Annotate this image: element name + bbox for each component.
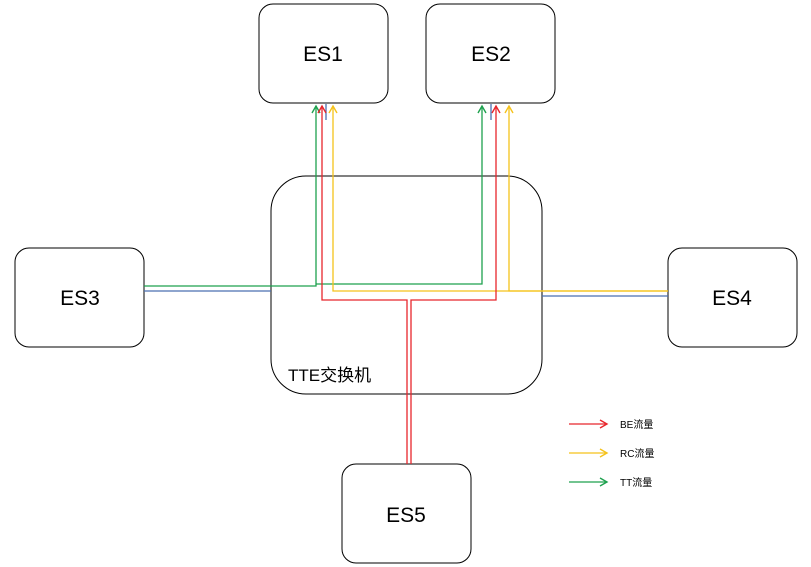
es4-node bbox=[667, 247, 798, 348]
legend-be-label: BE流量 bbox=[620, 418, 653, 431]
legend-tt-label: TT流量 bbox=[620, 476, 652, 489]
es5-label: ES5 bbox=[386, 504, 426, 527]
es3-box bbox=[14, 247, 145, 348]
legend-rc-label: RC流量 bbox=[620, 447, 654, 460]
traffic-paths bbox=[144, 104, 668, 464]
tt-path-es3-es1 bbox=[144, 104, 321, 287]
legend: BE流量 RC流量 TT流量 bbox=[569, 418, 654, 489]
es3-label: ES3 bbox=[60, 287, 100, 310]
es2-node bbox=[425, 3, 556, 104]
switch-label: TTE交换机 bbox=[288, 366, 371, 385]
be-path-es5-es2 bbox=[410, 104, 501, 464]
es1-box bbox=[258, 3, 389, 104]
es1-node bbox=[258, 3, 389, 104]
es2-label: ES2 bbox=[471, 43, 511, 66]
es2-box bbox=[425, 3, 556, 104]
es1-label: ES1 bbox=[303, 43, 343, 66]
es4-box bbox=[667, 247, 798, 348]
rc-path-es4-es2 bbox=[504, 104, 668, 292]
tt-path-es3-es2 bbox=[316, 104, 487, 285]
be-path-es5-es1 bbox=[317, 104, 408, 464]
es3-node bbox=[14, 247, 145, 348]
es4-label: ES4 bbox=[712, 287, 752, 310]
